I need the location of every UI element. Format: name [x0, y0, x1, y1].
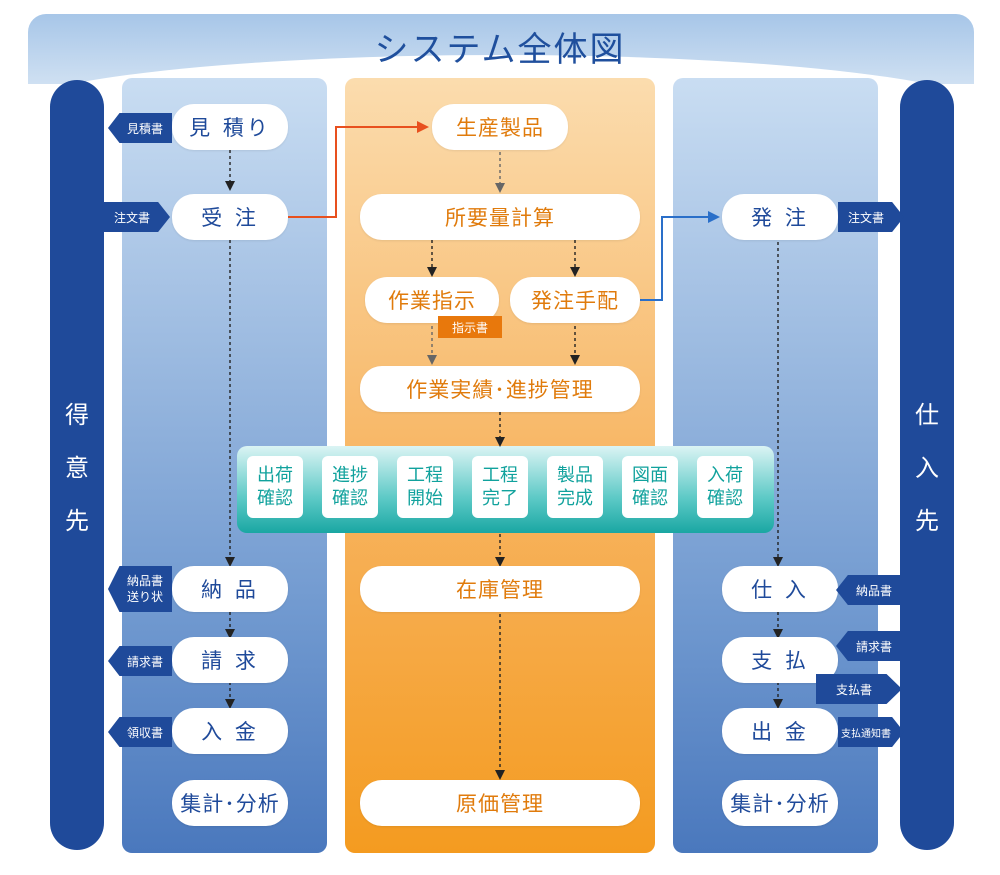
inventory-node[interactable]: 在庫管理 [360, 566, 640, 612]
tile-line: 入荷 [707, 465, 743, 486]
tile-line: 確認 [257, 488, 293, 509]
tile-line: 確認 [707, 488, 743, 509]
billing-node[interactable]: 請 求 [172, 637, 288, 683]
status-tile-progress[interactable]: 進捗 確認 [322, 456, 378, 518]
delivery-doc-label-1: 納品書 [126, 574, 163, 588]
tile-line: 完了 [482, 488, 518, 509]
mrp-node[interactable]: 所要量計算 [360, 194, 640, 240]
customer-char-2: 意 [65, 453, 89, 482]
order-doc-arrow-in: 注文書 [104, 202, 170, 232]
supplier-invoice-doc-arrow: 請求書 [836, 631, 902, 661]
supplier-char-1: 仕 [915, 400, 939, 429]
estimate-doc-arrow: 見積書 [108, 113, 172, 143]
order-receipt-node[interactable]: 受 注 [172, 194, 288, 240]
disbursement-node[interactable]: 出 金 [722, 708, 838, 754]
purchase-node[interactable]: 仕 入 [722, 566, 838, 612]
status-tile-shipping[interactable]: 出荷 確認 [247, 456, 303, 518]
tile-line: 出荷 [257, 465, 293, 486]
purchase-order-node[interactable]: 発 注 [722, 194, 838, 240]
status-tile-product-done[interactable]: 製品 完成 [547, 456, 603, 518]
status-tile-process-start[interactable]: 工程 開始 [397, 456, 453, 518]
tile-line: 進捗 [332, 465, 368, 486]
customer-pillar: 得 意 先 [50, 80, 104, 850]
work-order-node[interactable]: 作業指示 [365, 277, 499, 323]
instruction-doc-badge: 指示書 [438, 316, 502, 338]
customer-char-3: 先 [65, 506, 89, 535]
status-tile-process-end[interactable]: 工程 完了 [472, 456, 528, 518]
tile-line: 開始 [407, 488, 443, 509]
delivery-node[interactable]: 納 品 [172, 566, 288, 612]
tile-line: 確認 [632, 488, 668, 509]
status-tile-drawing[interactable]: 図面 確認 [622, 456, 678, 518]
customer-analysis-node[interactable]: 集計･分析 [172, 780, 288, 826]
tile-line: 工程 [407, 465, 443, 486]
tile-line: 完成 [557, 488, 593, 509]
cost-node[interactable]: 原価管理 [360, 780, 640, 826]
status-tile-arrival[interactable]: 入荷 確認 [697, 456, 753, 518]
supplier-order-doc-arrow: 注文書 [838, 202, 904, 232]
purchase-arrangement-node[interactable]: 発注手配 [510, 277, 640, 323]
supplier-char-3: 先 [915, 506, 939, 535]
supplier-analysis-node[interactable]: 集計･分析 [722, 780, 838, 826]
product-node[interactable]: 生産製品 [432, 104, 568, 150]
tile-line: 図面 [632, 465, 668, 486]
delivery-doc-label-2: 送り状 [126, 590, 163, 604]
payment-receipt-node[interactable]: 入 金 [172, 708, 288, 754]
supplier-char-2: 入 [915, 453, 939, 482]
invoice-doc-arrow: 請求書 [108, 646, 172, 676]
supplier-delivery-doc-arrow: 納品書 [836, 575, 902, 605]
tile-line: 製品 [557, 465, 593, 486]
payment-notice-doc-arrow: 支払通知書 [838, 717, 904, 747]
delivery-doc-arrow: 納品書 送り状 [108, 566, 172, 612]
tile-line: 工程 [482, 465, 518, 486]
page-title: システム全体図 [374, 30, 626, 70]
payment-doc-arrow: 支払書 [816, 674, 902, 704]
supplier-pillar: 仕 入 先 [900, 80, 954, 850]
estimate-node[interactable]: 見 積り [172, 104, 288, 150]
customer-char-1: 得 [65, 400, 89, 429]
progress-node[interactable]: 作業実績･進捗管理 [360, 366, 640, 412]
receipt-doc-arrow: 領収書 [108, 717, 172, 747]
tile-line: 確認 [332, 488, 368, 509]
